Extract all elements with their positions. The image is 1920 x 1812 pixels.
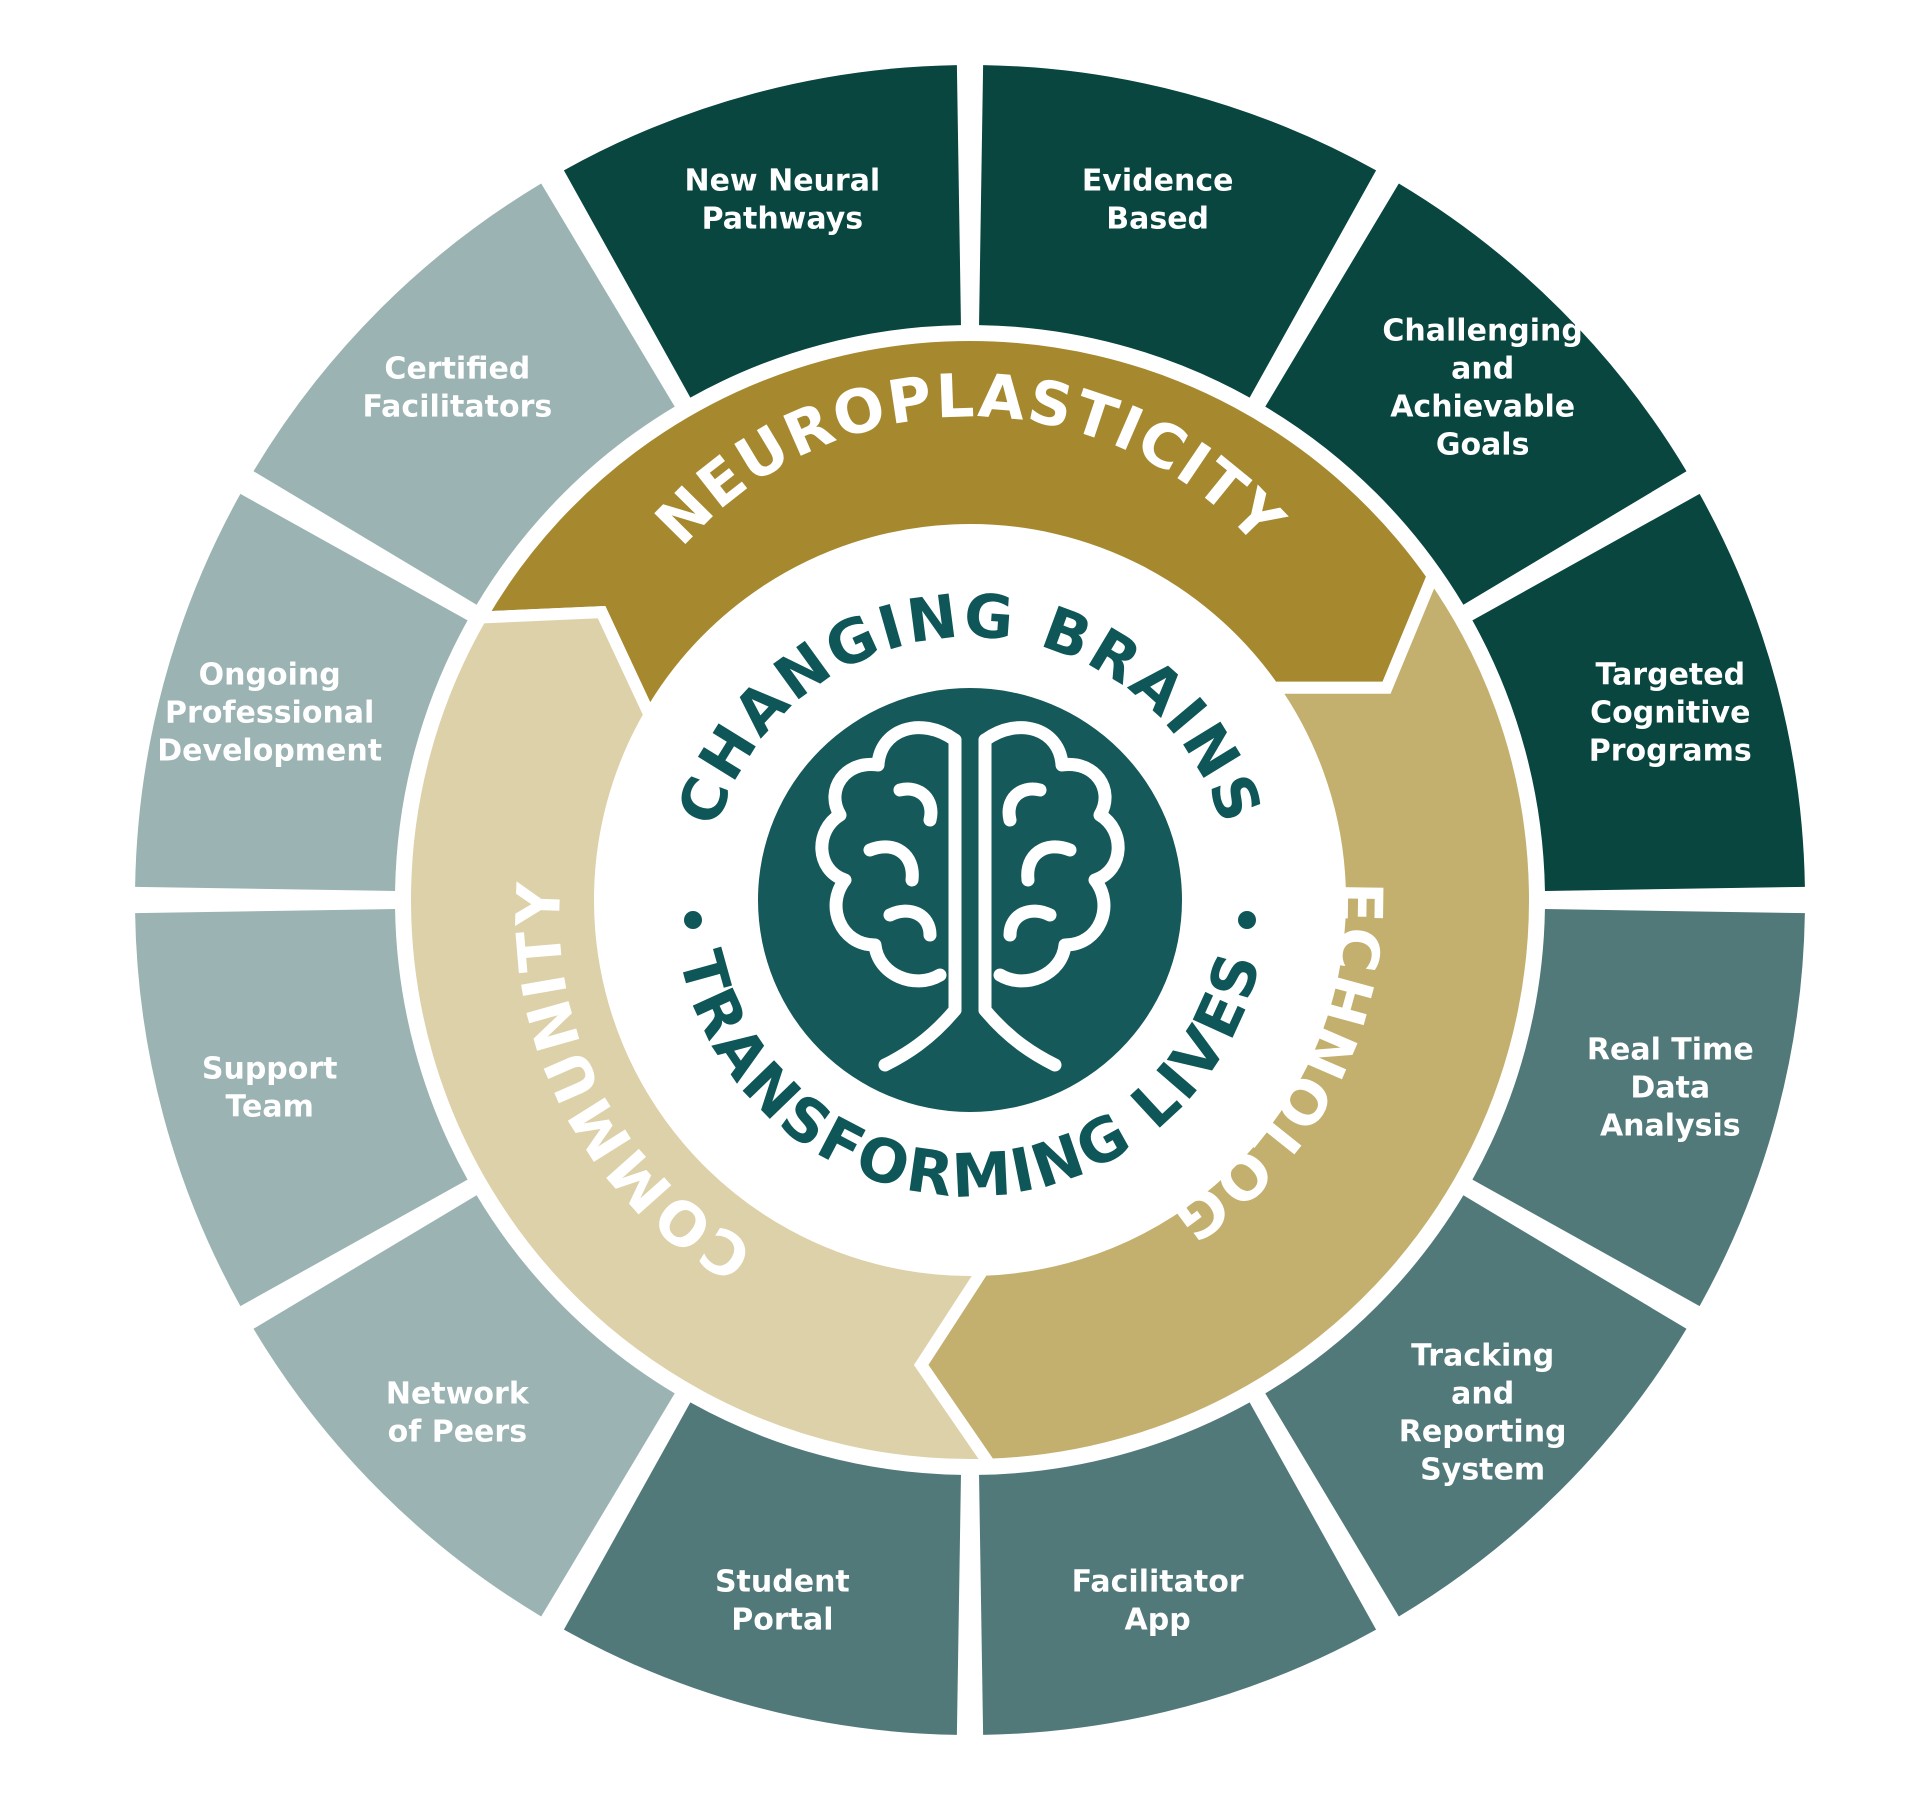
segment-label-line: Data [1630, 1071, 1710, 1106]
segment-label-line: and [1451, 1377, 1514, 1412]
left-separator-dot [684, 911, 702, 929]
brain-badge [758, 688, 1182, 1112]
segment-label-line: Network [386, 1377, 530, 1412]
right-separator-dot [1238, 911, 1256, 929]
segment-label-line: Programs [1589, 733, 1752, 768]
segment-neuroplasticity [1265, 183, 1687, 605]
segment-community [253, 1195, 675, 1617]
segment-neuroplasticity [1472, 493, 1805, 891]
segment-label-line: Team [226, 1090, 314, 1125]
segment-neuroplasticity [979, 65, 1377, 398]
segment-technology [979, 1402, 1377, 1735]
segment-neuroplasticity [563, 65, 961, 398]
outer-segment-ring [135, 65, 1805, 1735]
segment-technology [1472, 909, 1805, 1307]
segment-label-line: Portal [731, 1602, 833, 1637]
segment-label-line: Certified [384, 351, 530, 386]
segment-label-line: Development [157, 733, 382, 768]
segment-label-line: Student [715, 1564, 850, 1599]
segment-label-line: Real Time [1587, 1033, 1754, 1068]
segment-label-line: Analysis [1600, 1109, 1741, 1144]
segment-label-line: Based [1106, 202, 1209, 237]
segment-label-line: Goals [1436, 427, 1530, 462]
segment-technology [1265, 1195, 1687, 1617]
segment-label-line: of Peers [388, 1415, 527, 1450]
segment-label-line: Targeted [1595, 657, 1745, 692]
segment-community [135, 909, 468, 1307]
segment-label-line: Facilitator [1072, 1564, 1244, 1599]
segment-label-line: Support [202, 1052, 338, 1087]
segment-label-line: and [1451, 351, 1514, 386]
segment-technology [563, 1402, 961, 1735]
segment-label-line: Reporting [1399, 1415, 1567, 1450]
segment-label-line: Challenging [1382, 313, 1582, 348]
segment-label-line: New Neural [684, 164, 880, 199]
segment-community [253, 183, 675, 605]
segment-label-line: Facilitators [362, 389, 552, 424]
segment-label-line: System [1420, 1453, 1545, 1488]
segment-label-line: Pathways [702, 202, 864, 237]
segment-label-line: Ongoing [199, 657, 341, 692]
brain-icon [815, 721, 1125, 1072]
segment-label-line: Achievable [1390, 389, 1575, 424]
segment-label-line: Cognitive [1590, 695, 1750, 730]
segment-label-line: Tracking [1411, 1339, 1554, 1374]
segment-label-line: Evidence [1082, 164, 1234, 199]
segment-label-line: App [1125, 1602, 1191, 1637]
segment-community [135, 493, 468, 891]
segment-label-line: Professional [165, 695, 374, 730]
